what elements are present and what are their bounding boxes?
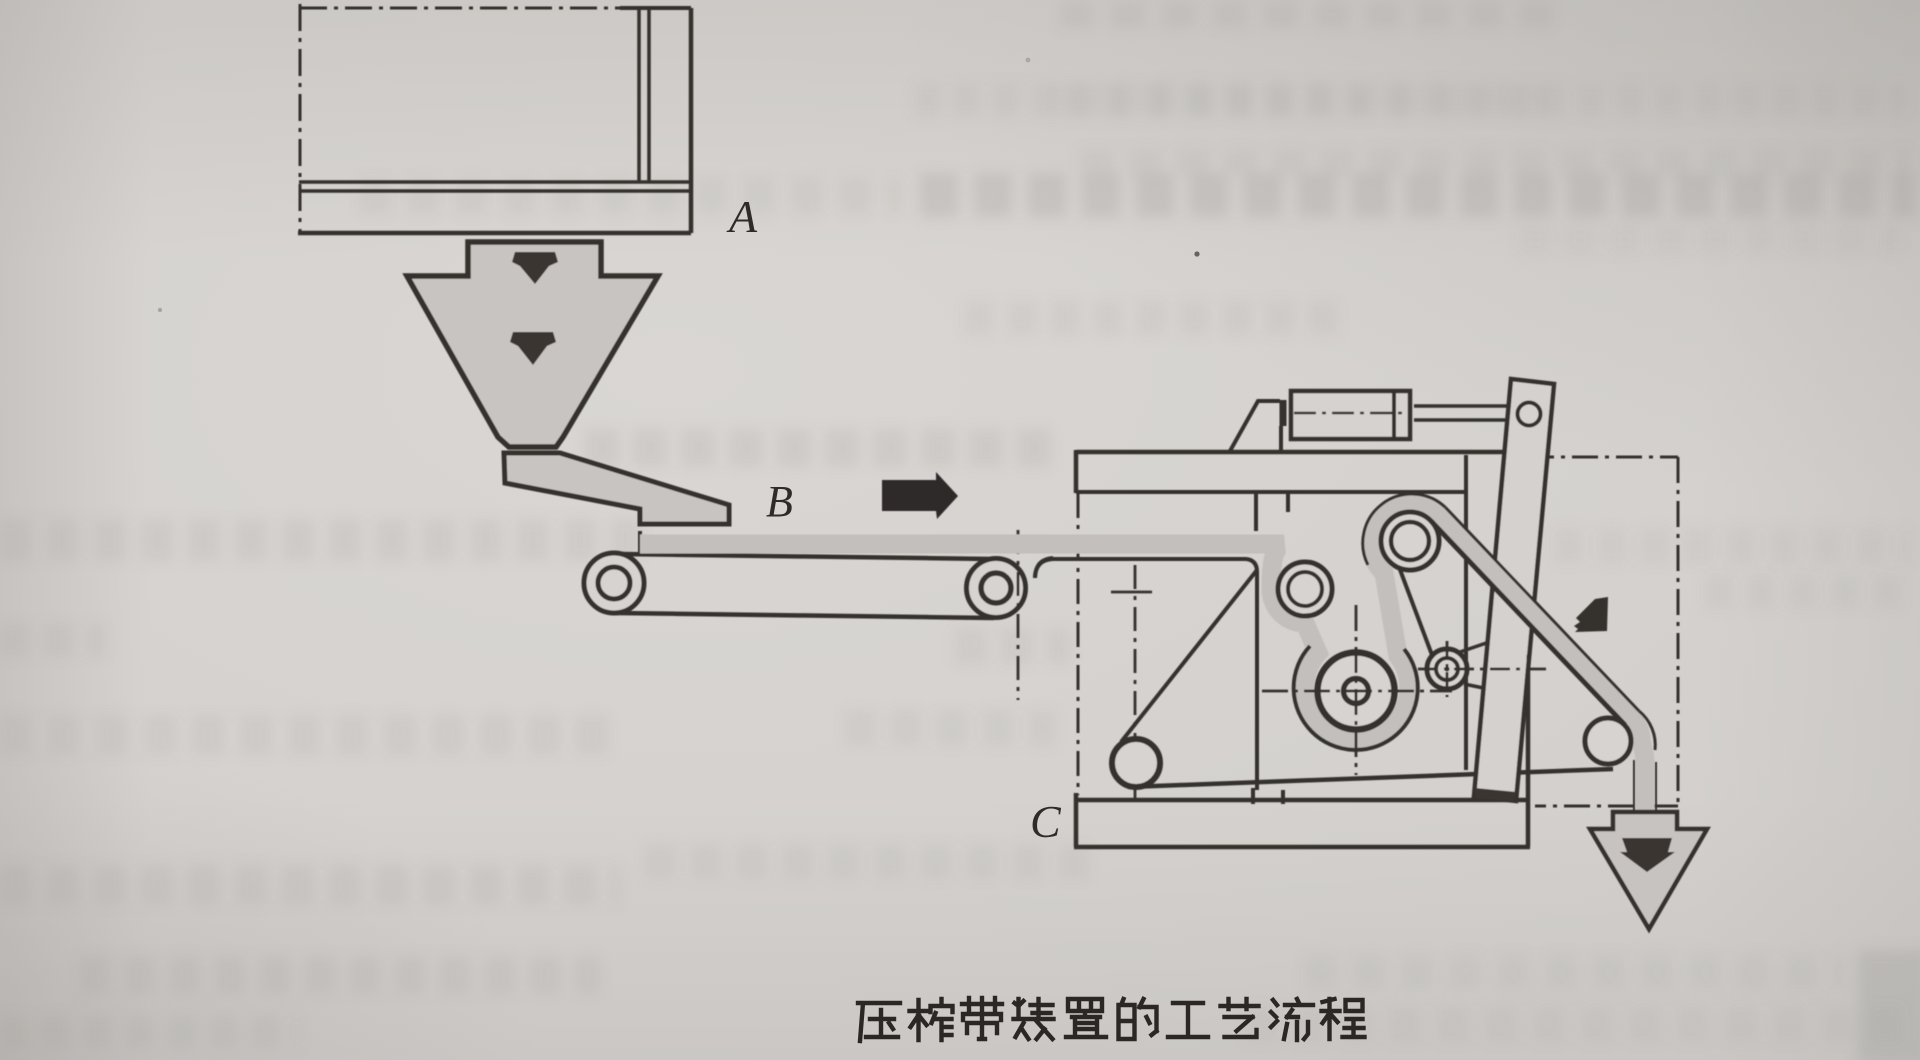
svg-text:B: B	[766, 477, 793, 526]
svg-text:C: C	[1030, 796, 1062, 847]
svg-text:A: A	[726, 191, 758, 242]
